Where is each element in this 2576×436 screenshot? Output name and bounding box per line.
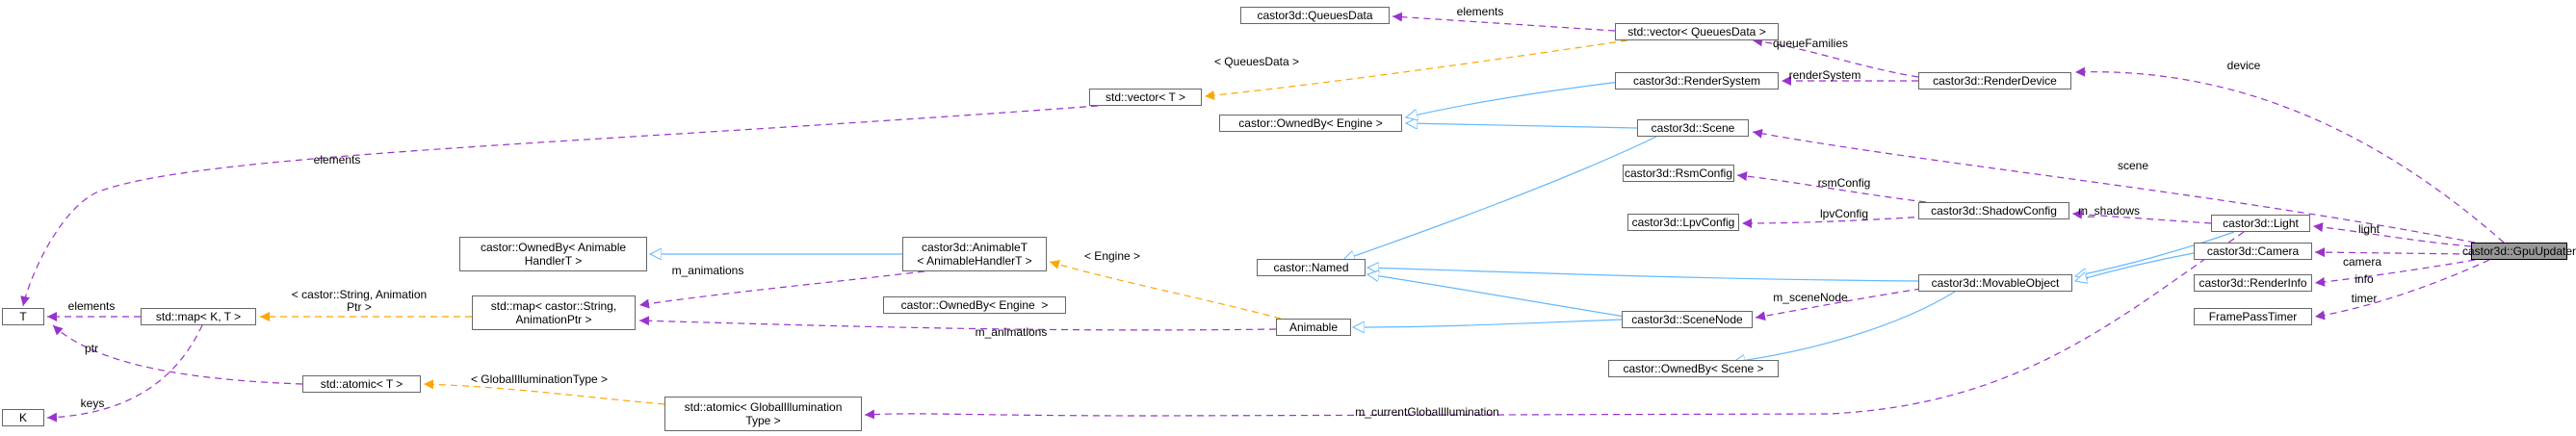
edge-scene-ownedby xyxy=(1406,123,1638,128)
edge-label-m-scenenode: m_sceneNode xyxy=(1773,291,1848,304)
edge-label-queuesdata-tmpl: < QueuesData > xyxy=(1214,55,1299,68)
node-light[interactable]: castor3d::Light xyxy=(2211,215,2310,232)
edge-lpvconfig xyxy=(1741,216,1927,228)
edge-label-info: info xyxy=(2355,272,2374,286)
node-rendersystem[interactable]: castor3d::RenderSystem xyxy=(1615,72,1779,90)
edge-queuefamilies xyxy=(1752,37,1919,78)
edge-label-m-animations-2: m_animations xyxy=(976,325,1048,339)
node-queuesdata[interactable]: castor3d::QueuesData xyxy=(1240,7,1390,24)
edge-label-camera: camera xyxy=(2343,255,2381,269)
edge-scenenode-named xyxy=(1367,274,1638,320)
edge-elements-queues xyxy=(1392,12,1616,32)
node-map-k-t[interactable]: std::map< K, T > xyxy=(141,308,256,325)
edge-info xyxy=(2314,259,2476,287)
node-T[interactable]: T xyxy=(2,308,44,325)
edge-m-animations-2 xyxy=(638,316,1277,331)
edge-label-scene: scene xyxy=(2118,159,2148,172)
edge-label-m-animations-1: m_animations xyxy=(672,264,744,277)
node-scene[interactable]: castor3d::Scene xyxy=(1637,119,1749,137)
edge-camera xyxy=(2314,247,2472,258)
edge-label-timer: timer xyxy=(2352,292,2378,305)
edge-timer xyxy=(2314,259,2490,321)
node-renderinfo[interactable]: castor3d::RenderInfo xyxy=(2194,274,2312,292)
edge-scene xyxy=(1752,128,2476,244)
edge-label-m-currentglobalillumination: m_currentGlobalIllumination xyxy=(1355,405,1498,419)
node-named[interactable]: castor::Named xyxy=(1257,259,1366,276)
node-shadowconfig[interactable]: castor3d::ShadowConfig xyxy=(1918,202,2069,219)
edge-label-device: device xyxy=(2227,59,2261,72)
edge-m-shadows xyxy=(2071,209,2212,224)
edge-label-light: light xyxy=(2358,222,2381,236)
edge-scene-named xyxy=(1343,136,1657,260)
edge-light-movable xyxy=(2075,231,2235,276)
edge-gi-tmpl xyxy=(423,379,665,405)
edge-device xyxy=(2074,66,2505,244)
edge-light xyxy=(2312,222,2472,247)
node-ownedby-animablehandler[interactable]: castor::OwnedBy< Animable HandlerT > xyxy=(459,237,647,271)
edge-label-elements-vector: elements xyxy=(314,153,361,167)
edge-camera-movable xyxy=(2075,252,2195,281)
node-K[interactable]: K xyxy=(2,409,44,426)
node-animable[interactable]: Animable xyxy=(1276,319,1351,336)
edge-label-rendersystem: renderSystem xyxy=(1789,68,1861,82)
edge-movable-named xyxy=(1367,268,1919,282)
edge-label-elements-queues: elements xyxy=(1457,5,1504,18)
node-framepasstimer[interactable]: FramePassTimer xyxy=(2194,308,2312,325)
node-ownedby-engine-2[interactable]: castor::OwnedBy< Engine > xyxy=(883,296,1066,314)
node-ownedby-scene[interactable]: castor::OwnedBy< Scene > xyxy=(1608,360,1779,377)
edge-label-keys: keys xyxy=(81,397,105,410)
edge-queuesdata-tmpl xyxy=(1204,39,1628,100)
edge-label-elements-map: elements xyxy=(68,299,116,313)
node-atomic-t[interactable]: std::atomic< T > xyxy=(302,375,421,393)
edge-rendersystem-ownedby xyxy=(1406,80,1628,117)
edge-elements-vector xyxy=(20,105,1099,307)
edge-movable-ownedby-scene xyxy=(1733,291,1956,362)
edge-label-m-shadows: m_shadows xyxy=(2078,204,2140,218)
node-vector-t[interactable]: std::vector< T > xyxy=(1089,89,1202,106)
edge-label-engine-tmpl: < Engine > xyxy=(1084,249,1140,263)
edge-label-queuefamilies: queueFamilies xyxy=(1773,37,1848,50)
node-movableobject[interactable]: castor3d::MovableObject xyxy=(1918,274,2072,292)
edge-rsmconfig xyxy=(1736,171,1927,203)
node-renderdevice[interactable]: castor3d::RenderDevice xyxy=(1918,72,2071,90)
node-camera[interactable]: castor3d::Camera xyxy=(2194,243,2312,260)
node-map-string-animationptr[interactable]: std::map< castor::String, AnimationPtr > xyxy=(472,295,636,330)
edge-m-scenenode xyxy=(1755,288,1922,321)
edge-label-gi-tmpl: < GlobalIlluminationType > xyxy=(471,372,608,386)
node-ownedby-engine-1[interactable]: castor::OwnedBy< Engine > xyxy=(1219,115,1402,132)
node-animablet[interactable]: castor3d::AnimableT < AnimableHandlerT > xyxy=(902,237,1047,271)
edge-m-currentgi xyxy=(864,231,2245,420)
edge-scenenode-animable xyxy=(1353,319,1623,327)
edge-keys xyxy=(46,324,203,423)
node-lpvconfig[interactable]: castor3d::LpvConfig xyxy=(1627,214,1739,231)
node-rsmconfig[interactable]: castor3d::RsmConfig xyxy=(1623,165,1734,182)
node-atomic-gi[interactable]: std::atomic< GlobalIllumination Type > xyxy=(664,397,862,431)
node-vector-queuesdata[interactable]: std::vector< QueuesData > xyxy=(1615,23,1779,40)
node-gpuupdater[interactable]: castor3d::GpuUpdater xyxy=(2461,243,2576,260)
edge-label-lpvconfig: lpvConfig xyxy=(1820,207,1868,220)
edge-label-ptr: ptr xyxy=(85,342,98,355)
edge-m-animations-1 xyxy=(638,270,925,309)
node-scenenode[interactable]: castor3d::SceneNode xyxy=(1622,311,1753,328)
edge-ptr xyxy=(52,324,303,385)
edge-engine-tmpl xyxy=(1049,260,1282,320)
edge-label-rsmconfig: rsmConfig xyxy=(1818,176,1871,190)
